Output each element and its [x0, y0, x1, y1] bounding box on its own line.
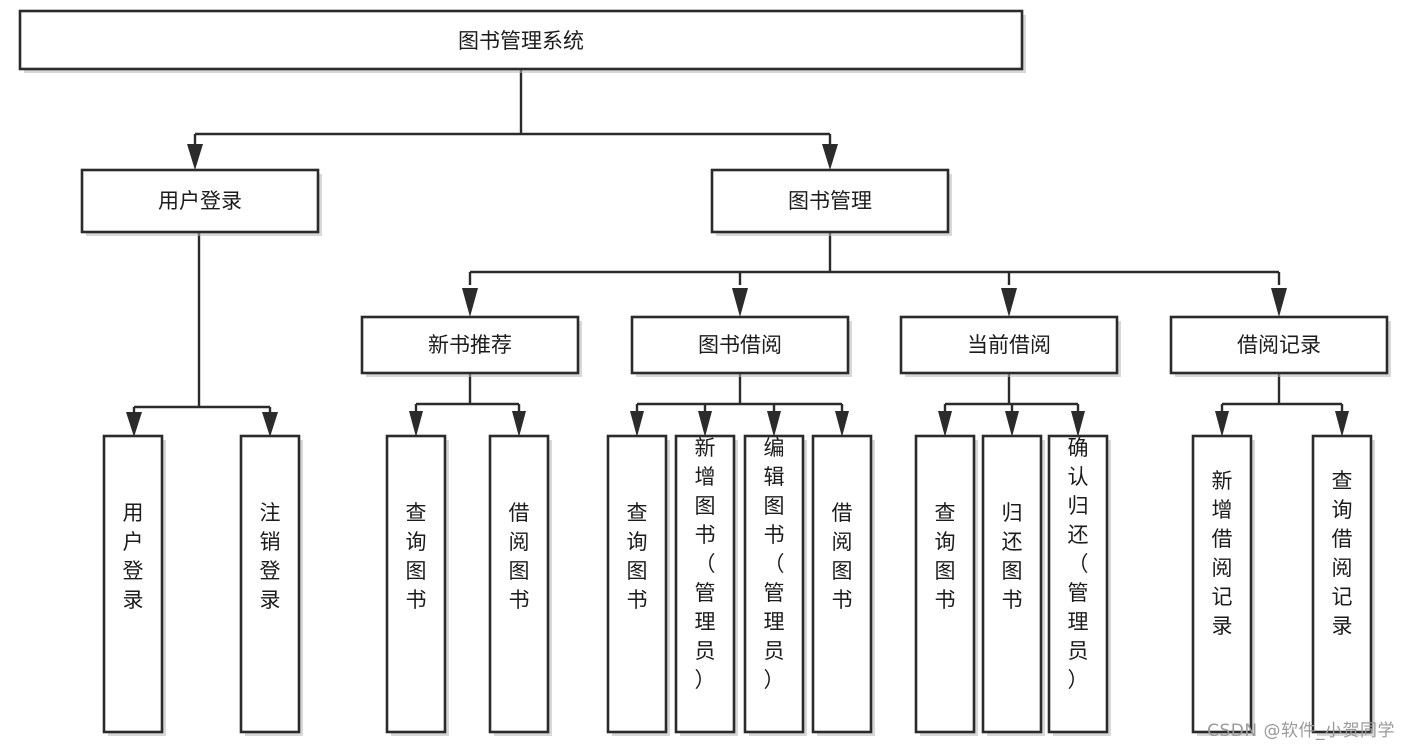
leaf-nb-query-book[interactable]: 查询图书: [385, 434, 449, 736]
leaf-bb-edit-book[interactable]: 编辑图书（管理员）: [743, 434, 807, 736]
leaf-user-login[interactable]: 用户登录: [102, 434, 166, 736]
leaf-cb-query-book[interactable]: 查询图书: [914, 434, 978, 736]
arrow-nb-leaf2: [512, 411, 526, 437]
leaf-bb-add-book[interactable]: 新增图书（管理员）: [674, 434, 738, 736]
leaf-logout[interactable]: 注销登录: [239, 434, 303, 736]
arrow-cb-leaf2: [1005, 411, 1019, 437]
node-root-box[interactable]: [18, 9, 1024, 71]
arrow-to-book-manage: [822, 144, 838, 170]
node-new-book-recommend[interactable]: 新书推荐: [360, 315, 582, 377]
leaf-cb-confirm-return-label: 确认归还（管理员）: [1068, 436, 1089, 692]
arrow-to-borrow-record: [1271, 288, 1287, 317]
node-new-book-recommend-box[interactable]: [360, 315, 580, 375]
leaf-bb-query-book[interactable]: 查询图书: [606, 434, 670, 736]
node-book-borrow[interactable]: 图书借阅: [630, 315, 852, 377]
node-book-borrow-box[interactable]: [630, 315, 850, 375]
arrow-bb-leaf1: [630, 411, 644, 437]
leaf-bb-borrow-book-label: 借阅图书: [832, 501, 853, 612]
arrow-to-user-login: [187, 144, 203, 170]
node-book-manage[interactable]: 图书管理: [710, 168, 952, 236]
leaf-cb-query-book-box[interactable]: [914, 434, 976, 734]
leaf-bb-query-book-box[interactable]: [606, 434, 668, 734]
arrow-br-leaf1: [1215, 411, 1229, 437]
leaf-cb-return-book-label: 归还图书: [1002, 501, 1023, 612]
leaf-cb-confirm-return-box[interactable]: [1047, 434, 1109, 734]
node-current-borrow[interactable]: 当前借阅: [899, 315, 1121, 377]
node-book-manage-box[interactable]: [710, 168, 950, 234]
arrow-cb-leaf1: [938, 411, 952, 437]
arrow-br-leaf2: [1335, 411, 1349, 437]
node-root[interactable]: 图书管理系统: [18, 9, 1026, 73]
leaf-bb-borrow-book[interactable]: 借阅图书: [811, 434, 875, 736]
leaf-br-query-record-box[interactable]: [1311, 434, 1373, 734]
arrow-to-user-login-leaf: [126, 412, 142, 437]
leaf-user-login-box[interactable]: [102, 434, 164, 734]
leaf-nb-borrow-book[interactable]: 借阅图书: [488, 434, 552, 736]
leaf-nb-query-book-label: 查询图书: [406, 501, 427, 612]
leaf-nb-query-book-box[interactable]: [385, 434, 447, 734]
leaf-cb-return-book[interactable]: 归还图书: [981, 434, 1045, 736]
node-user-login-box[interactable]: [80, 168, 320, 234]
leaf-bb-add-book-label: 新增图书（管理员）: [695, 436, 716, 692]
arrow-to-borrow: [732, 288, 748, 317]
leaf-logout-box[interactable]: [239, 434, 301, 734]
node-book-manage-label: 图书管理: [788, 189, 872, 213]
leaf-br-query-record-label: 查询借阅记录: [1332, 469, 1353, 638]
node-new-book-recommend-label: 新书推荐: [428, 333, 512, 357]
arrow-cb-leaf3: [1071, 411, 1085, 437]
leaf-br-add-record-label: 新增借阅记录: [1212, 469, 1233, 638]
node-user-login-label: 用户登录: [158, 189, 242, 213]
node-user-login[interactable]: 用户登录: [80, 168, 322, 236]
leaf-bb-borrow-book-box[interactable]: [811, 434, 873, 734]
leaf-cb-query-book-label: 查询图书: [935, 501, 956, 612]
arrow-to-logout-leaf: [262, 412, 278, 437]
leaf-user-login-label: 用户登录: [123, 501, 144, 612]
arrow-to-current-borrow: [1001, 288, 1017, 317]
node-borrow-record-box[interactable]: [1169, 315, 1389, 375]
arrow-to-new-books: [462, 288, 478, 317]
leaf-br-add-record[interactable]: 新增借阅记录: [1191, 434, 1255, 736]
leaf-nb-borrow-book-label: 借阅图书: [509, 501, 530, 612]
leaf-bb-add-book-box[interactable]: [674, 434, 736, 734]
leaf-nb-borrow-book-box[interactable]: [488, 434, 550, 734]
arrow-bb-leaf2: [698, 411, 712, 437]
csdn-watermark: CSDN @软件_小贺同学: [1207, 721, 1395, 741]
node-root-label: 图书管理系统: [458, 29, 584, 53]
leaf-br-query-record[interactable]: 查询借阅记录: [1311, 434, 1375, 736]
node-borrow-record[interactable]: 借阅记录: [1169, 315, 1391, 377]
leaf-cb-confirm-return[interactable]: 确认归还（管理员）: [1047, 434, 1111, 736]
node-borrow-record-label: 借阅记录: [1237, 333, 1321, 357]
arrow-nb-leaf1: [409, 411, 423, 437]
arrow-bb-leaf3: [767, 411, 781, 437]
leaf-logout-label: 注销登录: [260, 501, 281, 612]
arrow-bb-leaf4: [835, 411, 849, 437]
node-book-borrow-label: 图书借阅: [698, 333, 782, 357]
leaf-cb-return-book-box[interactable]: [981, 434, 1043, 734]
leaf-bb-edit-book-box[interactable]: [743, 434, 805, 734]
leaf-br-add-record-box[interactable]: [1191, 434, 1253, 734]
node-current-borrow-label: 当前借阅: [967, 333, 1051, 357]
node-current-borrow-box[interactable]: [899, 315, 1119, 375]
leaf-bb-edit-book-label: 编辑图书（管理员）: [764, 436, 785, 692]
leaf-bb-query-book-label: 查询图书: [627, 501, 648, 612]
connector-group: [126, 70, 1349, 437]
